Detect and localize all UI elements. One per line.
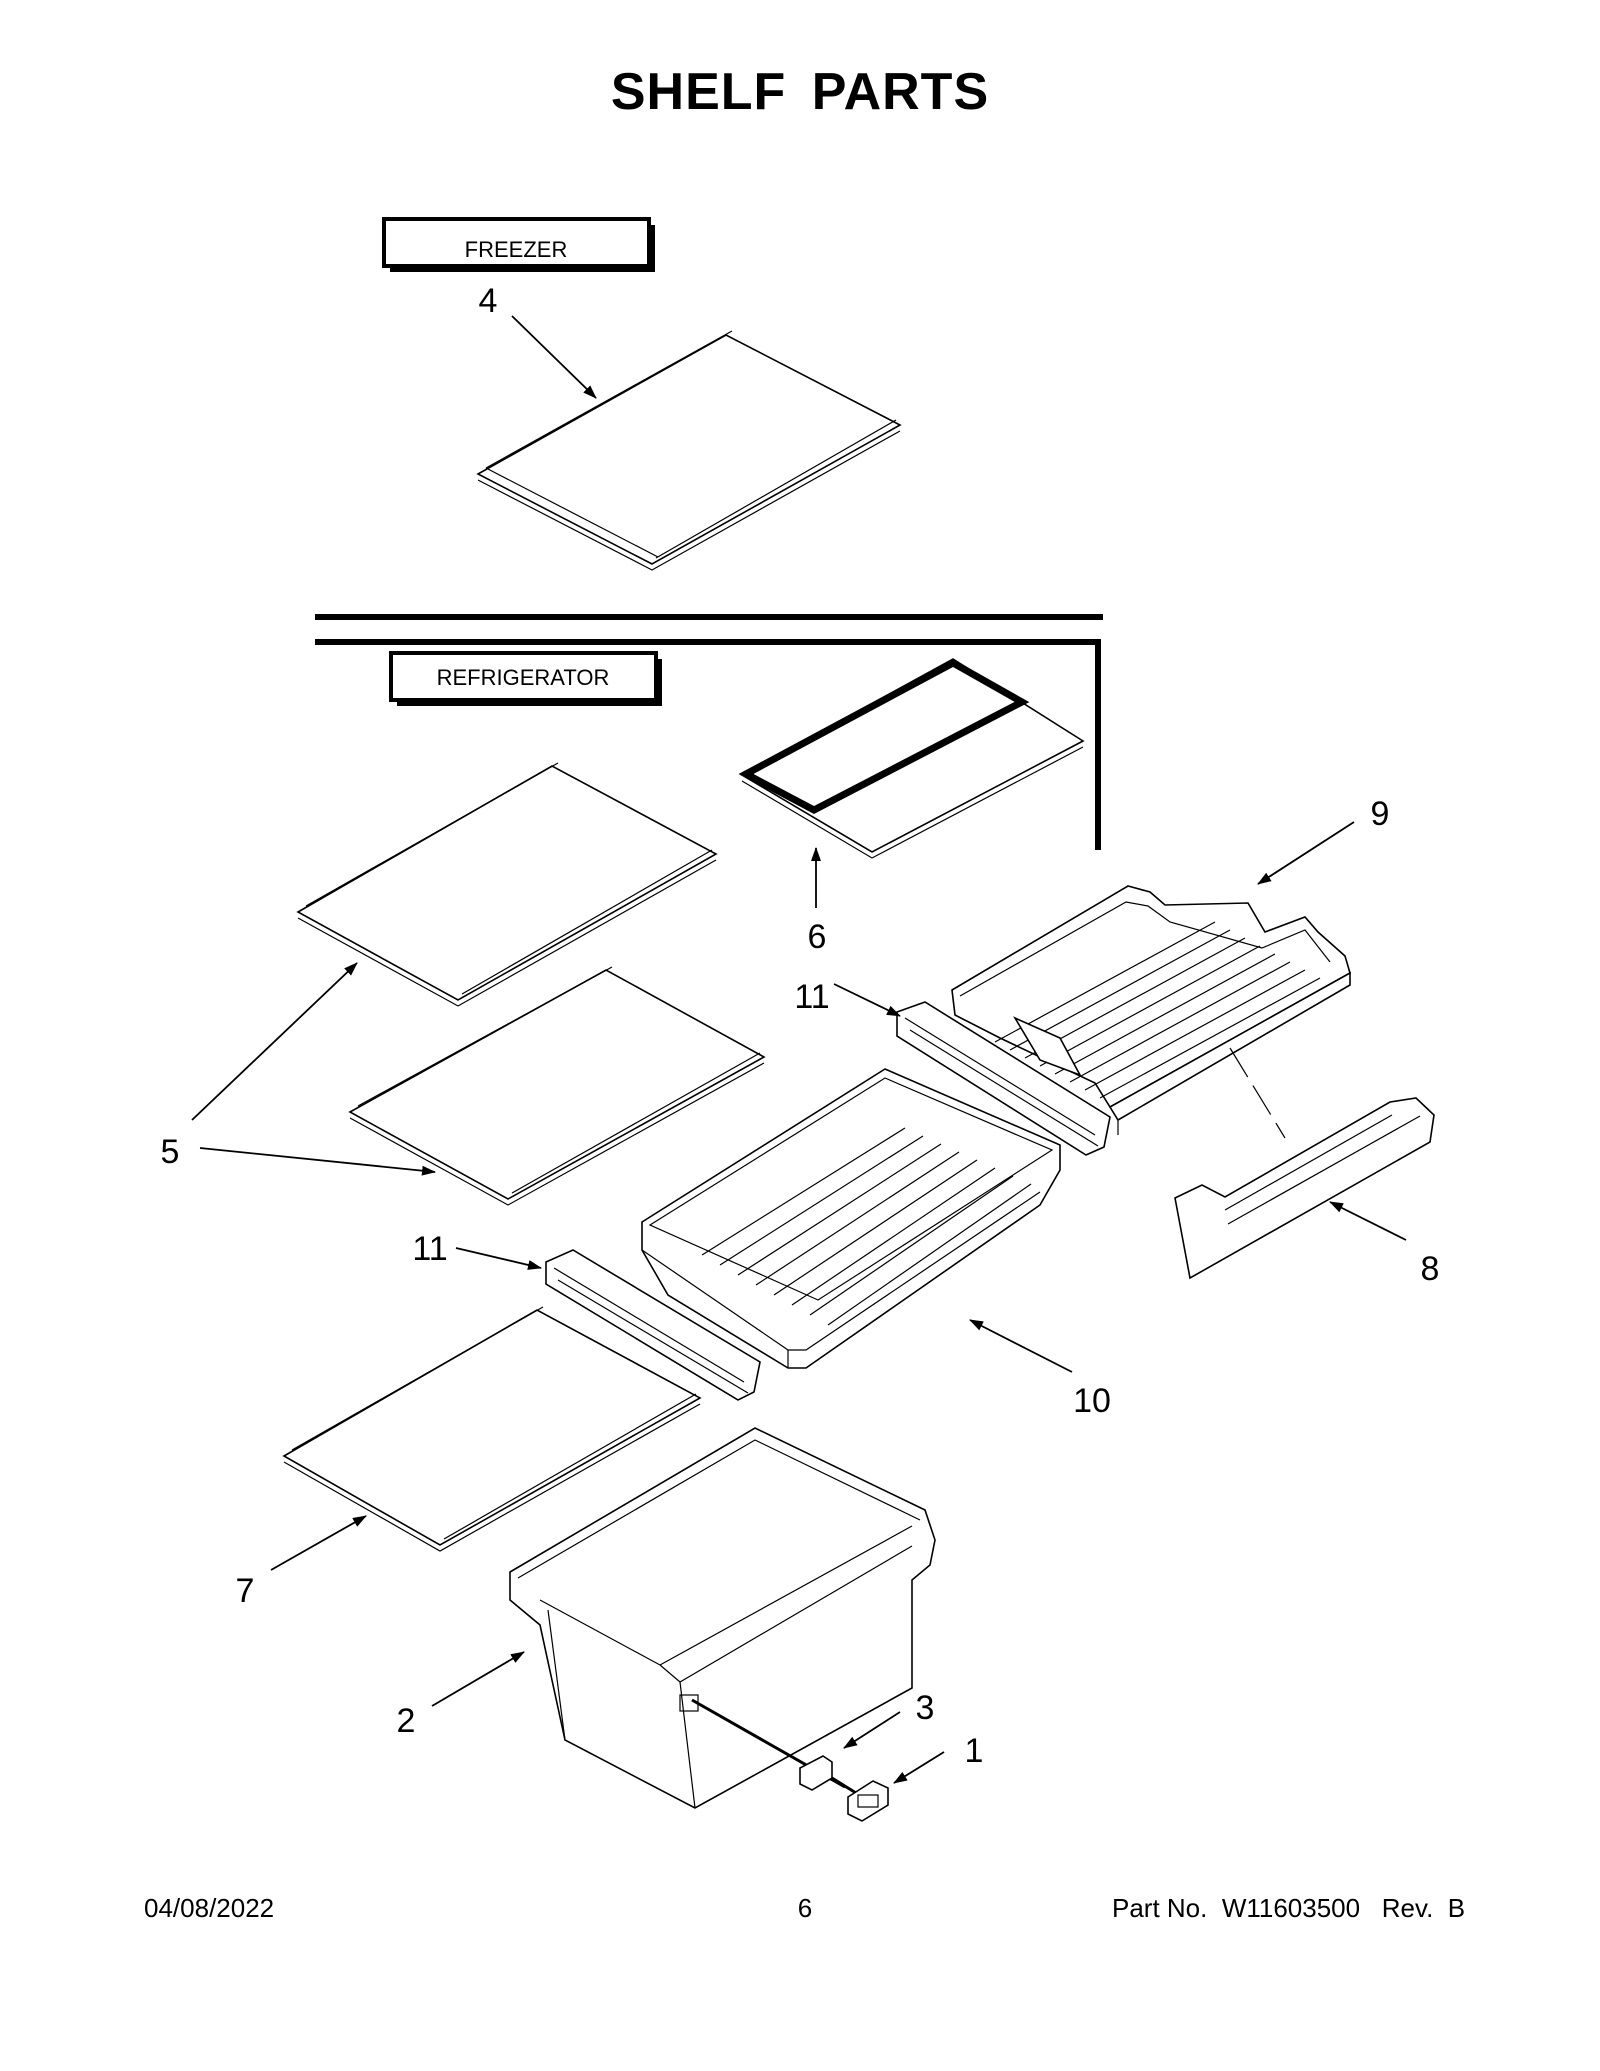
- part-5-middle-shelf: [348, 966, 766, 1206]
- refrigerator-section-label-box: REFRIGERATOR: [389, 651, 662, 706]
- part-11-lower-rail: [545, 1249, 761, 1401]
- footer-date: 04/08/2022: [144, 1893, 275, 1923]
- part-4-freezer-shelf: [476, 330, 902, 571]
- callout-3: 3: [916, 1689, 935, 1727]
- footer-part-number: Part No. W11603500 Rev. B: [1112, 1893, 1466, 1923]
- leader-lines: [191, 315, 1407, 1784]
- freezer-section-label-box: FREEZER: [382, 217, 655, 272]
- callout-9: 9: [1371, 795, 1390, 833]
- part-3-clip: [691, 1698, 846, 1791]
- part-2-deli-drawer: [509, 1427, 936, 1809]
- page-title: SHELF PARTS: [610, 63, 990, 121]
- callout-10: 10: [1073, 1382, 1111, 1420]
- part-9-crisper-tray: [951, 885, 1351, 1135]
- part-7-lower-shelf: [282, 1306, 702, 1552]
- callout-5: 5: [161, 1133, 180, 1171]
- part-6-crisper-cover: [738, 658, 1085, 859]
- part-11-upper-rail: [896, 1001, 1111, 1156]
- callout-1: 1: [965, 1732, 984, 1770]
- footer-page-number: 6: [797, 1893, 813, 1923]
- callout-2: 2: [397, 1702, 416, 1740]
- callout-11-upper: 11: [794, 978, 829, 1016]
- callout-4: 4: [479, 282, 498, 320]
- part-1-cover: [831, 1776, 889, 1822]
- callout-8: 8: [1421, 1250, 1440, 1288]
- callout-6: 6: [808, 918, 827, 956]
- refrigerator-label: REFRIGERATOR: [437, 665, 610, 690]
- part-5-upper-shelf: [296, 762, 718, 1007]
- section-divider: [315, 614, 1103, 850]
- freezer-label: FREEZER: [465, 237, 568, 262]
- part-8-tray-front: [1174, 1047, 1435, 1280]
- part-10-crisper-drawer: [641, 1068, 1061, 1369]
- callouts: 4 6 9 11 5 11 8 10 7 3 1 2: [161, 282, 1440, 1770]
- callout-7: 7: [236, 1572, 255, 1610]
- callout-11-lower: 11: [412, 1230, 447, 1268]
